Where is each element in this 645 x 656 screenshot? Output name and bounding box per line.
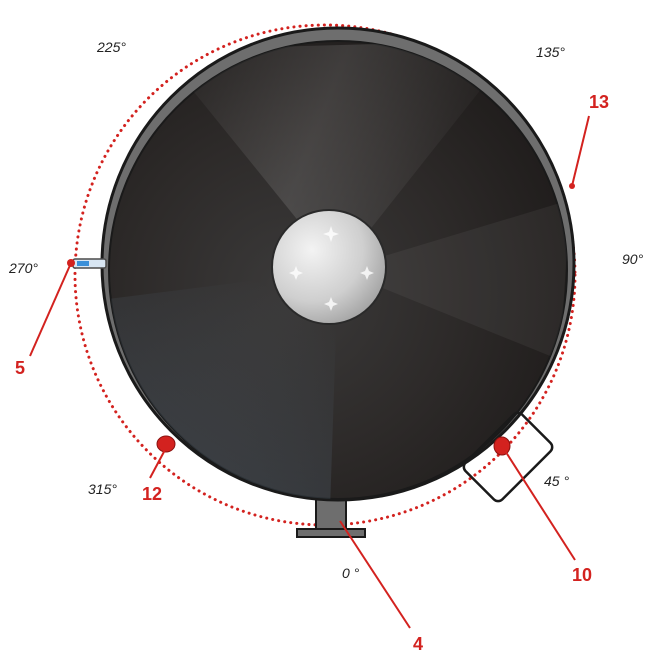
hub-sparkles (289, 226, 374, 311)
callout-10: 10 (572, 565, 592, 585)
stand-foot (296, 528, 366, 538)
leader-13 (571, 115, 590, 187)
callout-12: 12 (142, 484, 162, 504)
angle-label-315: 315° (88, 481, 117, 497)
leader-12 (149, 447, 167, 479)
callout-5: 5 (15, 358, 25, 378)
callout-13: 13 (589, 92, 609, 112)
leader-4 (339, 520, 411, 629)
center-hub (271, 209, 387, 325)
angle-label-135: 135° (536, 44, 565, 60)
marker-13-dot (569, 183, 575, 189)
sensor-housing (462, 411, 554, 503)
angle-label-225: 225° (96, 39, 126, 55)
angle-label-270: 270° (8, 260, 38, 276)
angle-label-45: 45 ° (544, 473, 569, 489)
leader-5 (29, 262, 72, 357)
probe-tip (77, 261, 89, 266)
sensor-12 (156, 435, 176, 453)
leader-10 (501, 445, 576, 561)
angle-label-0: 0 ° (342, 565, 360, 581)
angle-label-90: 90° (622, 251, 644, 267)
callout-4: 4 (413, 634, 423, 654)
